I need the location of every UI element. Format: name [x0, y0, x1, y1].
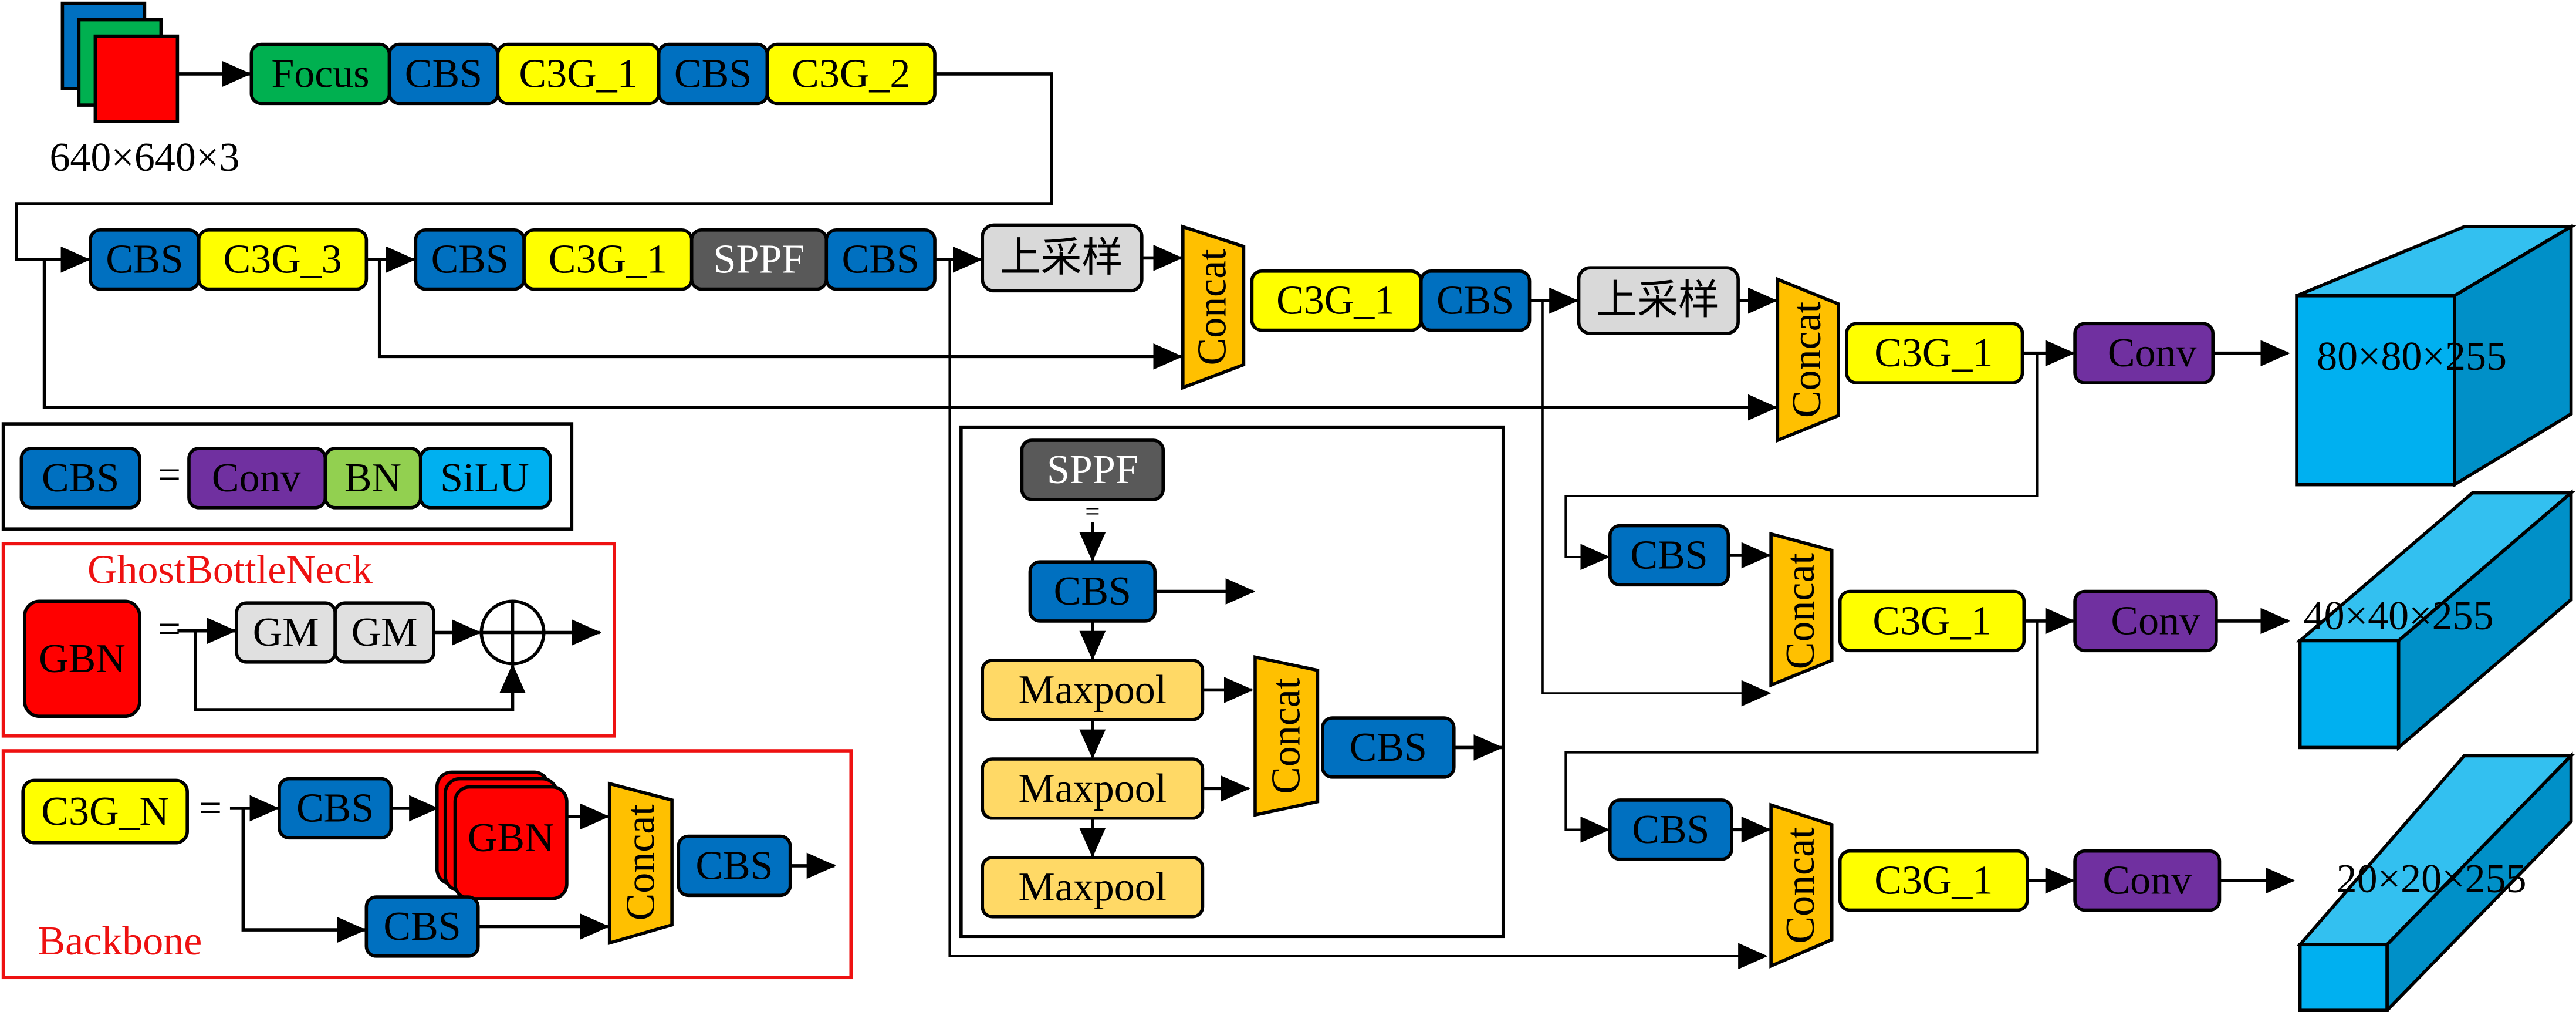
cbs-label: CBS	[296, 785, 374, 831]
equals-sign: =	[158, 606, 181, 652]
backbone-row-2b: CBS C3G_1 SPPF CBS	[414, 228, 937, 291]
conv-label: Conv	[212, 456, 301, 501]
output-cube-80	[2295, 224, 2576, 488]
output-size-label: 20×20×255	[2337, 856, 2527, 902]
legend-c3g: C3G_N = CBS GBN CBS Concat CBS Backbone	[1, 749, 853, 980]
concat-block: Concat	[1181, 224, 1246, 390]
sppf-label: SPPF	[1047, 447, 1138, 492]
input-size-label: 640×640×3	[49, 135, 239, 180]
c3g-label: C3G_1	[1276, 278, 1395, 323]
sppf-label: SPPF	[714, 237, 805, 282]
cbs-label: CBS	[383, 904, 461, 949]
cbs-label: CBS	[42, 456, 119, 501]
c3g-n-label: C3G_N	[41, 789, 169, 834]
equals-sign: =	[158, 452, 181, 497]
cbs-label: CBS	[1632, 807, 1709, 852]
legend-sppf: SPPF = CBS Maxpool Maxpool Maxpool Conca…	[959, 425, 1505, 939]
c3g-label: C3G_2	[792, 51, 910, 96]
connector-line	[1564, 353, 2039, 571]
c3g-label: C3G_1	[1874, 858, 1993, 903]
c3g-label: C3G_1	[519, 51, 637, 96]
output-size-label: 80×80×255	[2317, 334, 2507, 379]
conv-label: Conv	[2102, 858, 2192, 903]
silu-label: SiLU	[440, 456, 529, 501]
c3g-label: C3G_1	[549, 237, 667, 282]
gm-label: GM	[253, 610, 319, 655]
legend-cbs: CBS = Conv BN SiLU	[1, 422, 574, 531]
concat-label: Concat	[1784, 301, 1830, 418]
add-circle-icon	[479, 599, 546, 666]
concat-label: Concat	[1778, 827, 1823, 944]
gbn-label: GBN	[468, 815, 555, 861]
maxpool-label: Maxpool	[1018, 766, 1167, 811]
concat-block: Concat	[1769, 802, 1834, 969]
cbs-label: CBS	[695, 843, 773, 888]
cbs-label: CBS	[1350, 725, 1427, 770]
gm-label: GM	[351, 610, 418, 655]
gbn-label: GBN	[39, 636, 126, 682]
c3g-label: C3G_1	[1874, 330, 1993, 376]
concat-label: Concat	[1778, 552, 1823, 669]
cbs-label: CBS	[431, 237, 509, 282]
concat-block: Concat	[1776, 276, 1840, 443]
skip-connection	[194, 630, 526, 711]
upsample-label: 上采样	[1000, 235, 1123, 281]
cbs-label: CBS	[1054, 569, 1131, 614]
connector-line	[1541, 301, 1772, 707]
output-cube-20	[2296, 751, 2575, 1012]
cbs-label: CBS	[1436, 278, 1514, 323]
conv-label: Conv	[2111, 598, 2200, 643]
backbone-row-2: CBS C3G_3	[89, 228, 369, 291]
connector-line	[42, 259, 1778, 421]
equals-sign: =	[1085, 496, 1100, 525]
c3g-label: C3G_3	[223, 237, 342, 282]
concat-label: Concat	[1190, 249, 1235, 366]
upsample-label: 上采样	[1596, 278, 1719, 323]
maxpool-label: Maxpool	[1018, 865, 1167, 910]
bn-label: BN	[344, 456, 401, 501]
input-image-icon	[60, 1, 180, 123]
cbs-label: CBS	[674, 51, 752, 96]
focus-label: Focus	[271, 51, 369, 96]
equals-sign: =	[199, 785, 222, 831]
backbone-row-1: Focus CBS C3G_1 CBS C3G_2	[249, 42, 937, 106]
concat-label: Concat	[1264, 677, 1309, 794]
connector-line	[1564, 620, 2039, 843]
concat-label: Concat	[618, 804, 663, 921]
ghost-bottleneck-title: GhostBottleNeck	[87, 548, 373, 593]
connector-line	[15, 72, 1053, 273]
concat-block: Concat	[1769, 531, 1834, 688]
connector-line	[241, 808, 367, 943]
cbs-label: CBS	[405, 51, 482, 96]
maxpool-label: Maxpool	[1018, 667, 1167, 713]
connector-line	[377, 259, 1183, 370]
cbs-label: CBS	[1630, 532, 1708, 578]
cbs-label: CBS	[106, 237, 183, 282]
c3g-label: C3G_1	[1872, 598, 1991, 643]
gbn-stack: GBN	[435, 770, 569, 900]
backbone-title: Backbone	[38, 919, 202, 964]
cbs-label: CBS	[842, 237, 919, 282]
output-size-label: 40×40×255	[2304, 593, 2494, 639]
legend-ghost-bottleneck: GhostBottleNeck GBN = GM GM	[1, 542, 616, 738]
output-cube-40	[2296, 489, 2576, 751]
conv-label: Conv	[2108, 330, 2197, 376]
connector-line	[948, 259, 1768, 970]
